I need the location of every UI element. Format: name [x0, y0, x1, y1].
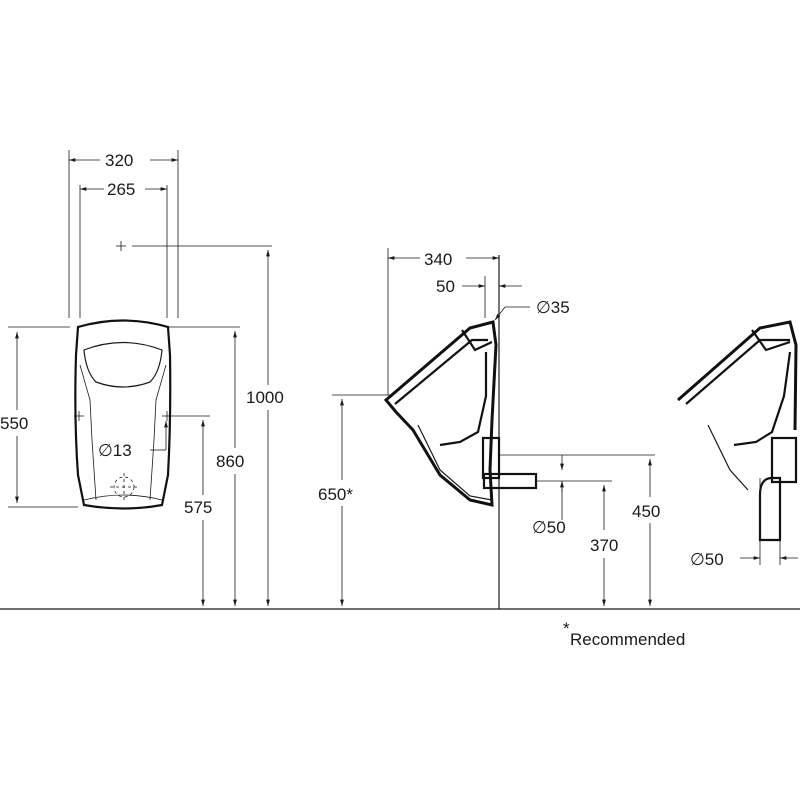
note-text: Recommended — [570, 630, 685, 649]
front-urinal-body — [74, 319, 172, 510]
dim-860: 860 — [216, 452, 244, 471]
dim-right-50: ∅50 — [690, 550, 724, 569]
dim-575: 575 — [184, 498, 212, 517]
dim-inlet-35: ∅35 — [536, 298, 570, 317]
dim-370: 370 — [590, 536, 618, 555]
dim-1000: 1000 — [246, 388, 284, 407]
dim-550: 550 — [0, 414, 28, 433]
side-urinal-body — [383, 320, 498, 507]
dim-340: 340 — [424, 250, 452, 269]
dim-265: 265 — [107, 180, 135, 199]
dim-450: 450 — [632, 502, 660, 521]
dim-side-50: 50 — [436, 277, 455, 296]
right-outlet-pipe — [770, 436, 798, 484]
dim-650: 650* — [318, 485, 353, 504]
right-urinal-body — [677, 320, 798, 431]
right-partial-view: ∅50 — [677, 320, 798, 569]
side-outlet-pipe — [481, 436, 501, 480]
dim-outlet-50: ∅50 — [532, 518, 566, 537]
dim-320: 320 — [105, 151, 133, 170]
recommended-note: * Recommended — [563, 619, 685, 649]
side-view: 340 50 ∅35 ∅50 370 450 — [318, 248, 660, 606]
dim-hole-13: ∅13 — [98, 441, 132, 460]
note-asterisk: * — [563, 619, 570, 638]
front-view: 320 265 ∅13 550 — [0, 150, 284, 606]
